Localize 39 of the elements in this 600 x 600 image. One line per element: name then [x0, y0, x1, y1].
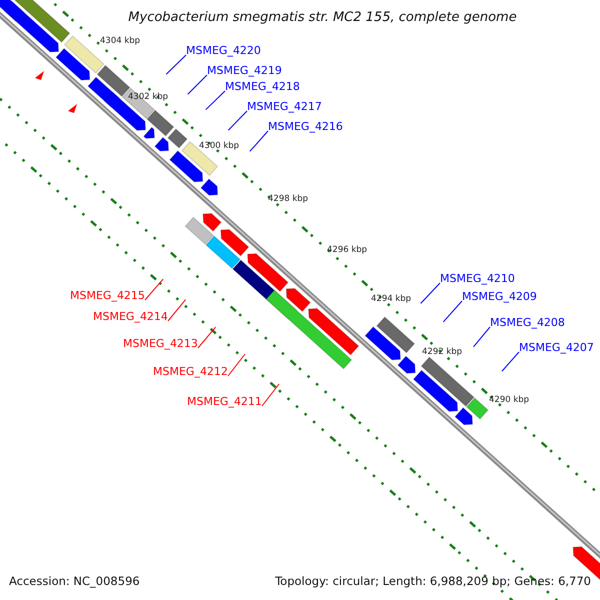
leader-line	[228, 110, 248, 131]
leader-line	[473, 326, 490, 348]
gene-label: MSMEG_4213	[123, 338, 198, 349]
coordinate-label: 4296 kbp	[327, 246, 368, 254]
leader-line	[501, 352, 520, 372]
gene-label: MSMEG_4209	[462, 291, 537, 302]
gene-label: MSMEG_4219	[207, 65, 282, 76]
gene-label: MSMEG_4210	[440, 273, 515, 284]
genome-summary-text: Topology: circular; Length: 6,988,209 bp; Genes: 6,770	[275, 576, 591, 588]
coordinate-label: 4304 kbp	[100, 37, 140, 46]
leader-line	[249, 130, 268, 152]
coordinate-label: 4302 kbp	[128, 93, 168, 102]
leader-line	[144, 278, 164, 300]
leader-line	[262, 384, 280, 406]
leader-line	[168, 299, 186, 322]
gene-label: MSMEG_4211	[187, 396, 262, 407]
gene-label: MSMEG_4217	[247, 101, 322, 112]
title: Mycobacterium smegmatis str. MC2 155, complete genome	[127, 11, 518, 24]
gene-label: MSMEG_4216	[268, 121, 343, 132]
coordinate-label: 4294 kbp	[371, 295, 412, 304]
gene-label: MSMEG_4208	[490, 317, 565, 328]
leader-line	[198, 326, 216, 348]
leader-line	[442, 300, 462, 322]
leader-line	[228, 354, 246, 376]
gene-label: MSMEG_4218	[225, 81, 300, 92]
coordinate-label: 4290 kbp	[489, 396, 530, 404]
leader-line	[166, 54, 186, 75]
gene-label: MSMEG_4207	[519, 342, 594, 353]
coordinate-label: 4298 kbp	[268, 195, 308, 204]
accession-text: Accession: NC_008596	[9, 576, 140, 588]
gene-label: MSMEG_4220	[186, 45, 261, 56]
leader-line	[205, 90, 226, 110]
gene-label: MSMEG_4215	[70, 290, 145, 301]
gene-label: MSMEG_4212	[153, 366, 228, 377]
coordinate-label: 4292 kbp	[422, 348, 462, 356]
gene-label: MSMEG_4214	[93, 311, 168, 322]
leader-line	[187, 74, 208, 95]
coordinate-label: 4300 kbp	[199, 142, 240, 150]
leader-line	[420, 282, 440, 304]
